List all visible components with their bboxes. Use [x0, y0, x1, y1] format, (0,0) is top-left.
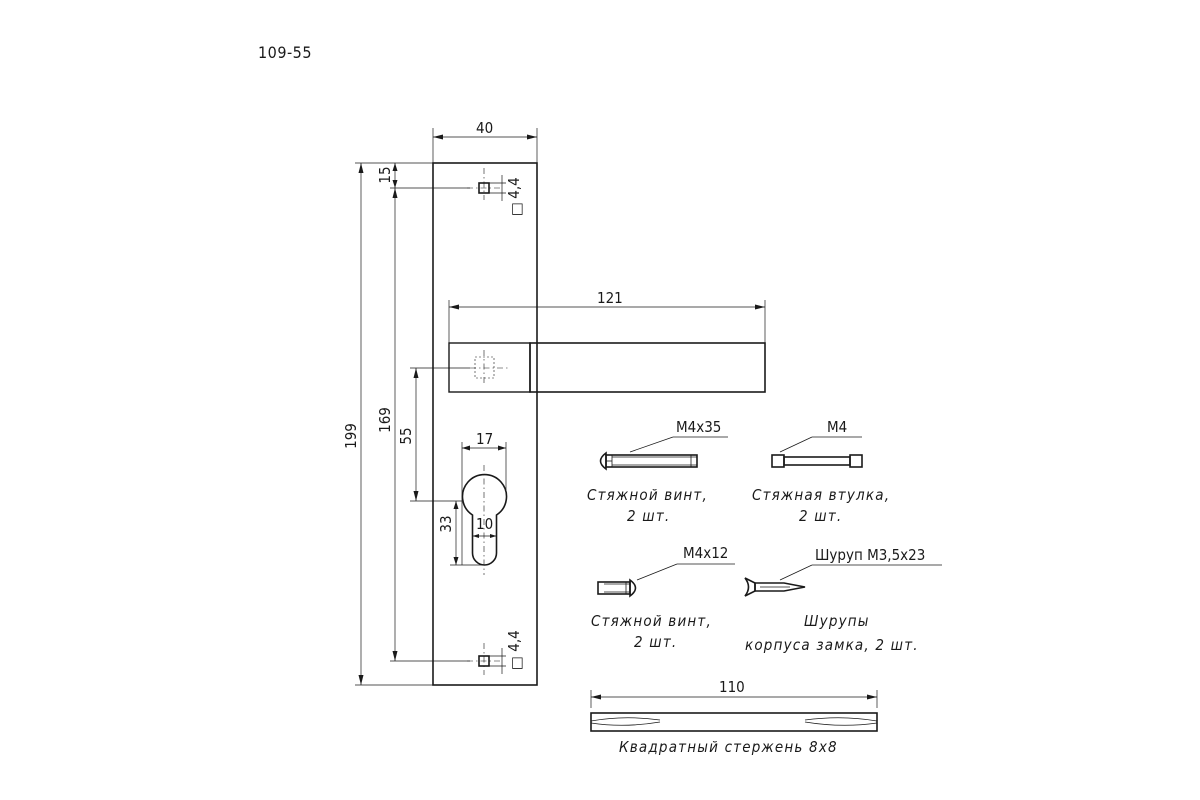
- dim-cylinder-height: 33: [437, 515, 455, 532]
- square-rod-part: [590, 712, 878, 732]
- wood-screw-caption-line1: Шурупы: [804, 612, 870, 630]
- lever-handle: [448, 342, 766, 393]
- dim-bottom-hole-size: 4,4: [505, 630, 523, 651]
- square-symbol-bottom: □: [511, 653, 524, 671]
- bushing-m4-part: [771, 436, 863, 468]
- dim-overall-height: 199: [342, 423, 360, 449]
- dim-top-hole-offset: 15: [376, 166, 394, 183]
- bottom-screw-hole: [467, 643, 502, 675]
- screw-m4x35-caption-line1: Стяжной винт,: [587, 486, 708, 504]
- dim-handle-length: 121: [597, 289, 623, 307]
- screw-m4x12-caption-line1: Стяжной винт,: [591, 612, 712, 630]
- screw-m4x12-part: [597, 563, 735, 598]
- wood-screw-spec: Шуруп М3,5х23: [815, 546, 925, 564]
- top-screw-hole: [467, 168, 502, 200]
- wood-screw-part: [744, 564, 942, 597]
- dim-cylinder-width: 17: [476, 430, 493, 448]
- wood-screw-caption-line2: корпуса замка, 2 шт.: [745, 636, 919, 654]
- dim-handle-to-cylinder: 55: [397, 427, 415, 444]
- bushing-m4-caption-line1: Стяжная втулка,: [752, 486, 890, 504]
- bushing-m4-caption-line2: 2 шт.: [799, 507, 842, 525]
- dim-top-hole-size: 4,4: [505, 177, 523, 198]
- screw-m4x35-part: [599, 436, 728, 471]
- bushing-m4-spec: M4: [827, 418, 847, 436]
- dim-hole-spacing: 169: [376, 407, 394, 433]
- dim-cylinder-slot: 10: [476, 515, 493, 533]
- screw-m4x35-spec: M4x35: [676, 418, 721, 436]
- screw-m4x12-caption-line2: 2 шт.: [634, 633, 677, 651]
- screw-m4x12-spec: M4x12: [683, 544, 728, 562]
- dim-plate-width: 40: [476, 119, 493, 137]
- square-symbol-top: □: [511, 199, 524, 217]
- dimension-lines: [355, 128, 878, 708]
- dim-rod-length: 110: [719, 678, 745, 696]
- drawing-number: 109-55: [258, 43, 312, 62]
- handle-plate: [432, 162, 538, 686]
- square-rod-caption: Квадратный стержень 8х8: [619, 738, 838, 756]
- screw-m4x35-caption-line2: 2 шт.: [627, 507, 670, 525]
